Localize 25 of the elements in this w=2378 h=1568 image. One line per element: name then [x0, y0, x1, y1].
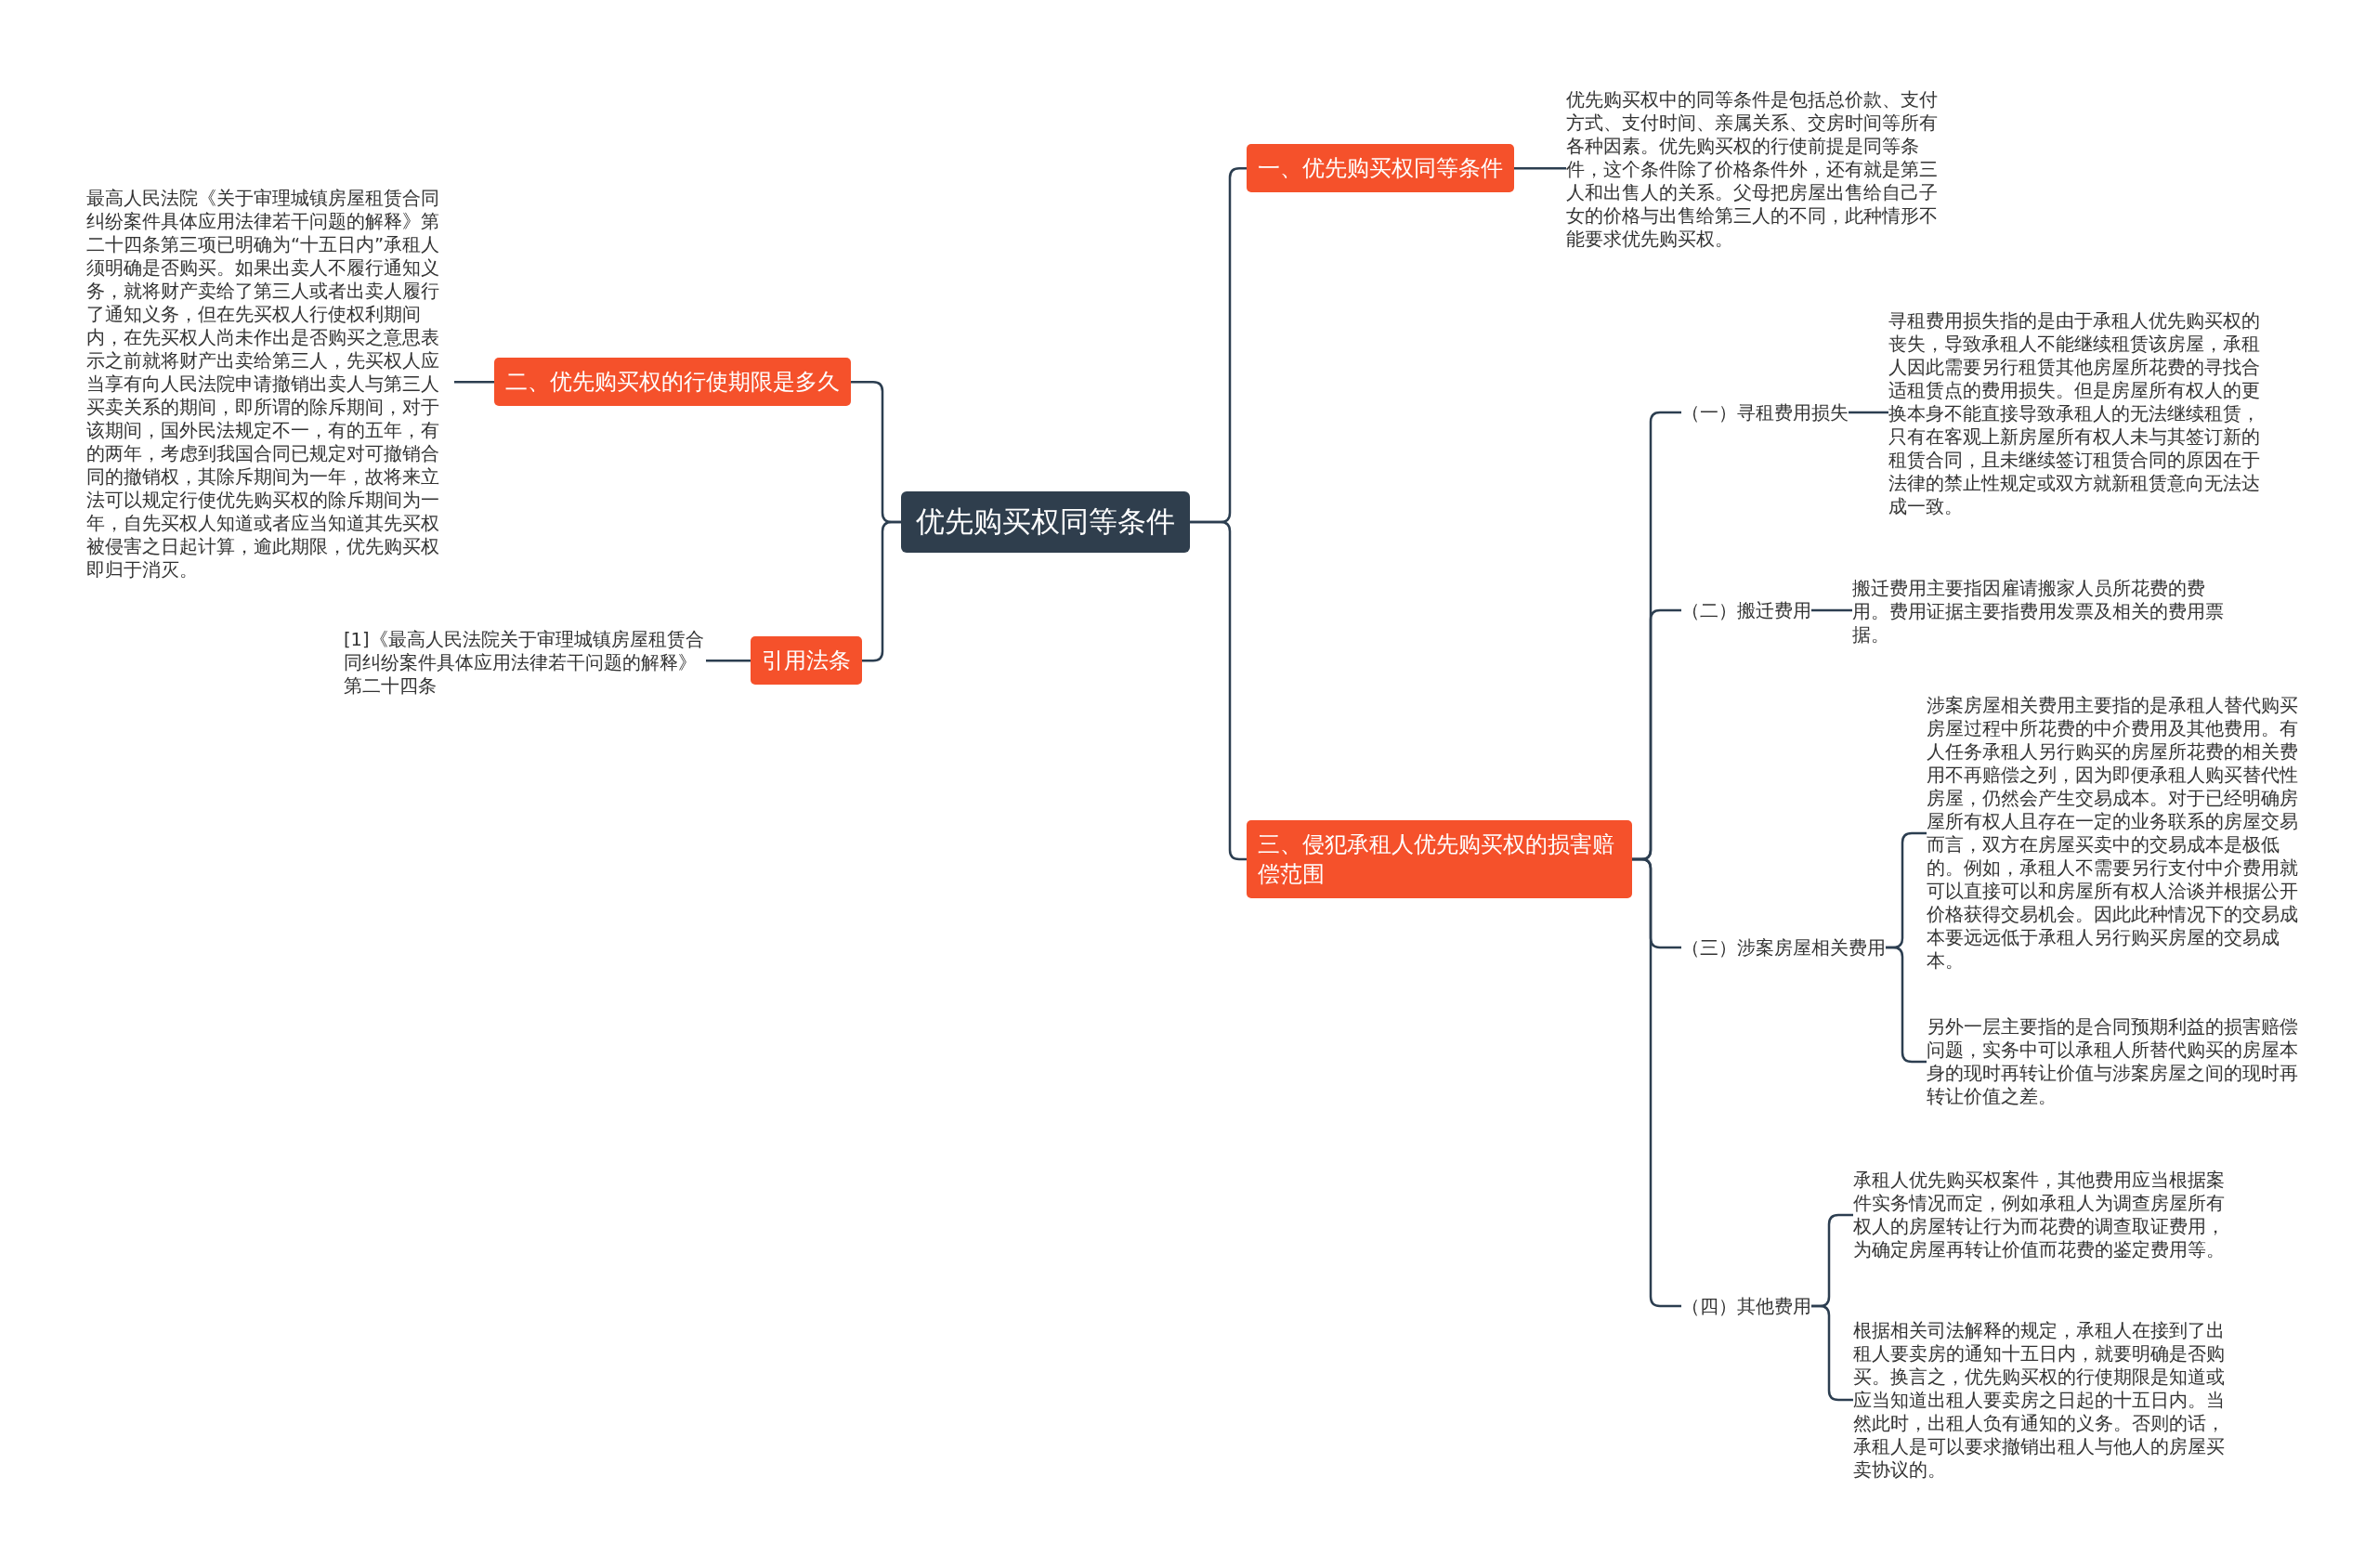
note-text: 优先购买权中的同等条件是包括总价款、支付方式、支付时间、亲属关系、交房时间等所有各种因素。优先购买权的行使前提是同等条件，这个条件除了价格条件外，还有就是第三人和出售人的关系。父母把房屋出售给自己子女的价格与出售给第三人的不同，此种情形不能要求优先购买权。 [1566, 87, 1942, 251]
connector-line [1811, 608, 1852, 612]
subtopic-label: （一）寻租费用损失 [1681, 399, 1849, 425]
connector-line [1849, 411, 1888, 414]
connector-line [706, 659, 751, 662]
topic-box: 一、优先购买权同等条件 [1247, 144, 1514, 193]
connector-line [862, 520, 901, 662]
note-text: 搬迁费用主要指因雇请搬家人员所花费的费用。费用证据主要指费用发票及相关的费用票据。 [1852, 576, 2228, 647]
note-text: 根据相关司法解释的规定，承租人在接到了出租人要卖房的通知十五日内，就要明确是否购买。换言之，优先购买权的行使期限是知道或应当知道出租人要卖房之日起的十五日内。当然此时，出租人负有通知的义务。否则的话，承租人是可以要求撤销出租人与他人的房屋买卖协议的。 [1853, 1318, 2229, 1482]
connector-line [1190, 520, 1247, 861]
central-topic: 优先购买权同等条件 [901, 491, 1190, 553]
subtopic-label: （二）搬迁费用 [1681, 597, 1811, 623]
connector-line [454, 380, 494, 384]
subtopic-label: （三）涉案房屋相关费用 [1681, 934, 1886, 960]
note-text: [1]《最高人民法院关于审理城镇房屋租赁合同纠纷案件具体应用法律若干问题的解释》第二十四条 [344, 627, 706, 698]
note-text: 寻租费用损失指的是由于承租人优先购买权的丧失，导致承租人不能继续租赁该房屋，承租人因此需要另行租赁其他房屋所花费的寻找合适租赁点的费用损失。但是房屋所有权人的更换本身不能直接导致承租人的无法继续租赁，只有在客观上新房屋所有权人未与其签订新的租赁合同，且未继续签订租赁合同的原因在于法律的禁止性规定或双方就新租赁意向无法达成一致。 [1888, 308, 2265, 518]
connector-line [1514, 166, 1566, 170]
note-text: 另外一层主要指的是合同预期利益的损害赔偿问题，实务中可以承租人所替代购买的房屋本身的现时再转让价值与涉案房屋之间的现时再转让价值之差。 [1927, 1015, 2303, 1108]
subtopic-label: （四）其他费用 [1681, 1293, 1811, 1319]
note-text: 涉案房屋相关费用主要指的是承租人替代购买房屋过程中所花费的中介费用及其他费用。有人任务承租人另行购买的房屋所花费的相关费用不再赔偿之列，因为即便承租人购买替代性房屋，仍然会产生交易成本。对于已经明确房屋所有权人且存在一定的业务联系的房屋交易而言，双方在房屋买卖中的交易成本是极低的。例如，承租人不需要另行支付中介费用就可以直接可以和房屋所有权人洽谈并根据公开价格获得交易机会。因此此种情况下的交易成本要远远低于承租人另行购买房屋的交易成本。 [1927, 694, 2303, 973]
note-text: 最高人民法院《关于审理城镇房屋租赁合同纠纷案件具体应用法律若干问题的解释》第二十四条第三项已明确为“十五日内”承租人须明确是否购买。如果出卖人不履行通知义务，就将财产卖给了第三人或者出卖人履行了通知义务，但在先买权人行使权利期间内，在先买权人尚未作出是否购买之意思表示之前就将财产出卖给第三人，先买权人应当享有向人民法院申请撤销出卖人与第三人买卖关系的期间，即所谓的除斥期间，对于该期间，国外民法规定不一，有的五年，有的两年，考虑到我国合同已规定对可撤销合同的撤销权，其除斥期间为一年，故将来立法可以规定行使优先购买权的除斥期间为一年，自先买权人知道或者应当知道其先买权被侵害之日起计算，逾此期限，优先购买权即归于消灭。 [86, 186, 454, 581]
topic-box: 三、侵犯承租人优先购买权的损害赔偿范围 [1247, 819, 1632, 899]
topic-box: 二、优先购买权的行使期限是多久 [494, 358, 851, 407]
topic-box: 引用法条 [751, 636, 862, 686]
note-text: 承租人优先购买权案件，其他费用应当根据案件实务情况而定，例如承租人为调查房屋所有权人的房屋转让行为而花费的调查取证费用，为确定房屋再转让价值而花费的鉴定费用等。 [1853, 1169, 2229, 1261]
